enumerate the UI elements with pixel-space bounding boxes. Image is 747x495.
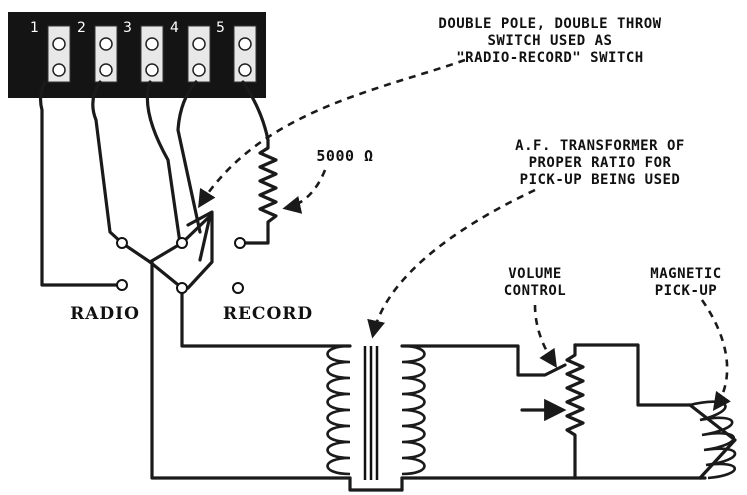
magnetic-pickup-label: MAGNETIC PICK-UP — [650, 266, 722, 299]
terminal-number-4: 4 — [170, 20, 179, 36]
terminal-number-1: 1 — [30, 20, 39, 36]
terminal-number-2: 2 — [77, 20, 86, 36]
resistor-5000 — [258, 138, 278, 232]
volume-control — [565, 343, 585, 447]
switch-description-label: DOUBLE POLE, DOUBLE THROW SWITCH USED AS… — [438, 16, 662, 66]
switch-contacts — [116, 237, 246, 294]
leader-arrows — [198, 58, 731, 411]
terminal-screw — [140, 25, 164, 83]
terminal-strip — [8, 12, 266, 98]
record-label: RECORD — [222, 304, 314, 324]
volume-control-label: VOLUME CONTROL — [503, 266, 567, 299]
radio-label: RADIO — [70, 304, 140, 324]
terminal-screw — [233, 25, 257, 83]
circuit-wires — [38, 80, 707, 492]
terminal-screw — [187, 25, 211, 83]
terminal-screw — [94, 25, 118, 83]
terminal-number-5: 5 — [216, 20, 225, 36]
magnetic-pickup — [688, 400, 737, 480]
terminal-screw — [47, 25, 71, 83]
transformer-description-label: A.F. TRANSFORMER OF PROPER RATIO FOR PIC… — [515, 138, 685, 188]
audio-transformer — [326, 344, 426, 480]
resistor-value-label: 5000 Ω — [316, 147, 374, 165]
terminal-number-3: 3 — [123, 20, 132, 36]
